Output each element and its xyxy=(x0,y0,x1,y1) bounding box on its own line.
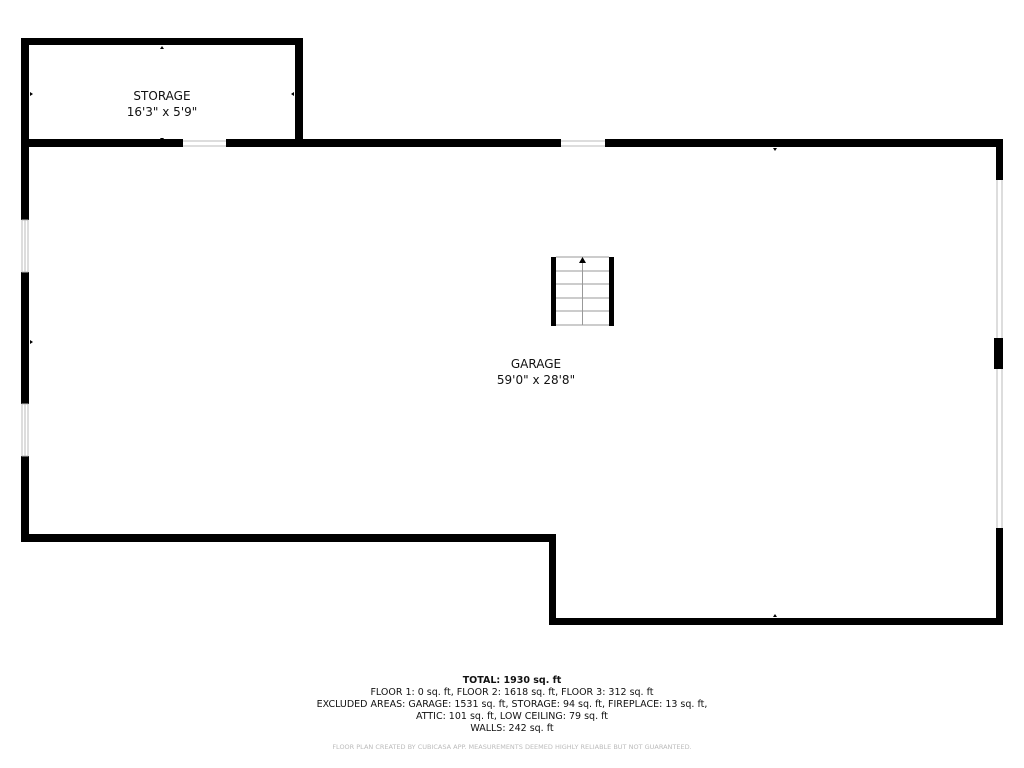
top-wall xyxy=(226,139,561,147)
stairs-up-arrow-icon xyxy=(579,257,586,263)
windows xyxy=(21,140,1003,528)
left-wall xyxy=(21,38,29,220)
stair-stringer xyxy=(551,257,556,326)
dimension-marker-icon xyxy=(30,92,33,96)
stair-stringer xyxy=(609,257,614,326)
excluded-areas-cont: ATTIC: 101 sq. ft, LOW CEILING: 79 sq. f… xyxy=(415,711,609,722)
area-summary: TOTAL: 1930 sq. ft FLOOR 1: 0 sq. ft, FL… xyxy=(0,675,1024,735)
dimension-marker-icon xyxy=(773,148,777,151)
dimension-markers xyxy=(30,46,777,617)
stairs xyxy=(551,256,614,326)
excluded-areas: EXCLUDED AREAS: GARAGE: 1531 sq. ft, STO… xyxy=(316,699,708,710)
walls-area: WALLS: 242 sq. ft xyxy=(470,723,554,734)
right-wall xyxy=(996,139,1003,180)
dimension-marker-icon xyxy=(30,340,33,344)
room-dimensions: 59'0" x 28'8" xyxy=(496,373,576,387)
room-label-garage: GARAGE 59'0" x 28'8" xyxy=(497,356,575,388)
dimension-marker-icon xyxy=(160,138,164,141)
room-name: GARAGE xyxy=(510,357,562,371)
room-name: STORAGE xyxy=(133,89,191,103)
floor-areas: FLOOR 1: 0 sq. ft, FLOOR 2: 1618 sq. ft,… xyxy=(370,687,654,698)
storage-top-wall xyxy=(21,38,303,45)
stair-treads xyxy=(556,256,609,326)
storage-right-wall xyxy=(295,38,303,147)
room-dimensions: 16'3" x 5'9" xyxy=(126,105,198,119)
total-area: TOTAL: 1930 sq. ft xyxy=(462,675,562,686)
top-wall xyxy=(605,139,1003,147)
dimension-marker-icon xyxy=(291,92,294,96)
bottom-right-wall xyxy=(549,618,1003,625)
walls xyxy=(21,38,1003,625)
left-wall xyxy=(21,456,29,542)
bottom-left-wall xyxy=(21,534,556,542)
dimension-marker-icon xyxy=(773,614,777,617)
right-wall xyxy=(996,528,1003,625)
top-wall xyxy=(21,139,183,147)
credit-disclaimer: FLOOR PLAN CREATED BY CUBICASA APP. MEAS… xyxy=(332,743,692,751)
dimension-marker-icon xyxy=(160,46,164,49)
room-label-storage: STORAGE 16'3" x 5'9" xyxy=(127,88,198,120)
step-wall xyxy=(549,534,556,625)
right-wall xyxy=(994,338,1003,369)
left-wall xyxy=(21,272,29,404)
